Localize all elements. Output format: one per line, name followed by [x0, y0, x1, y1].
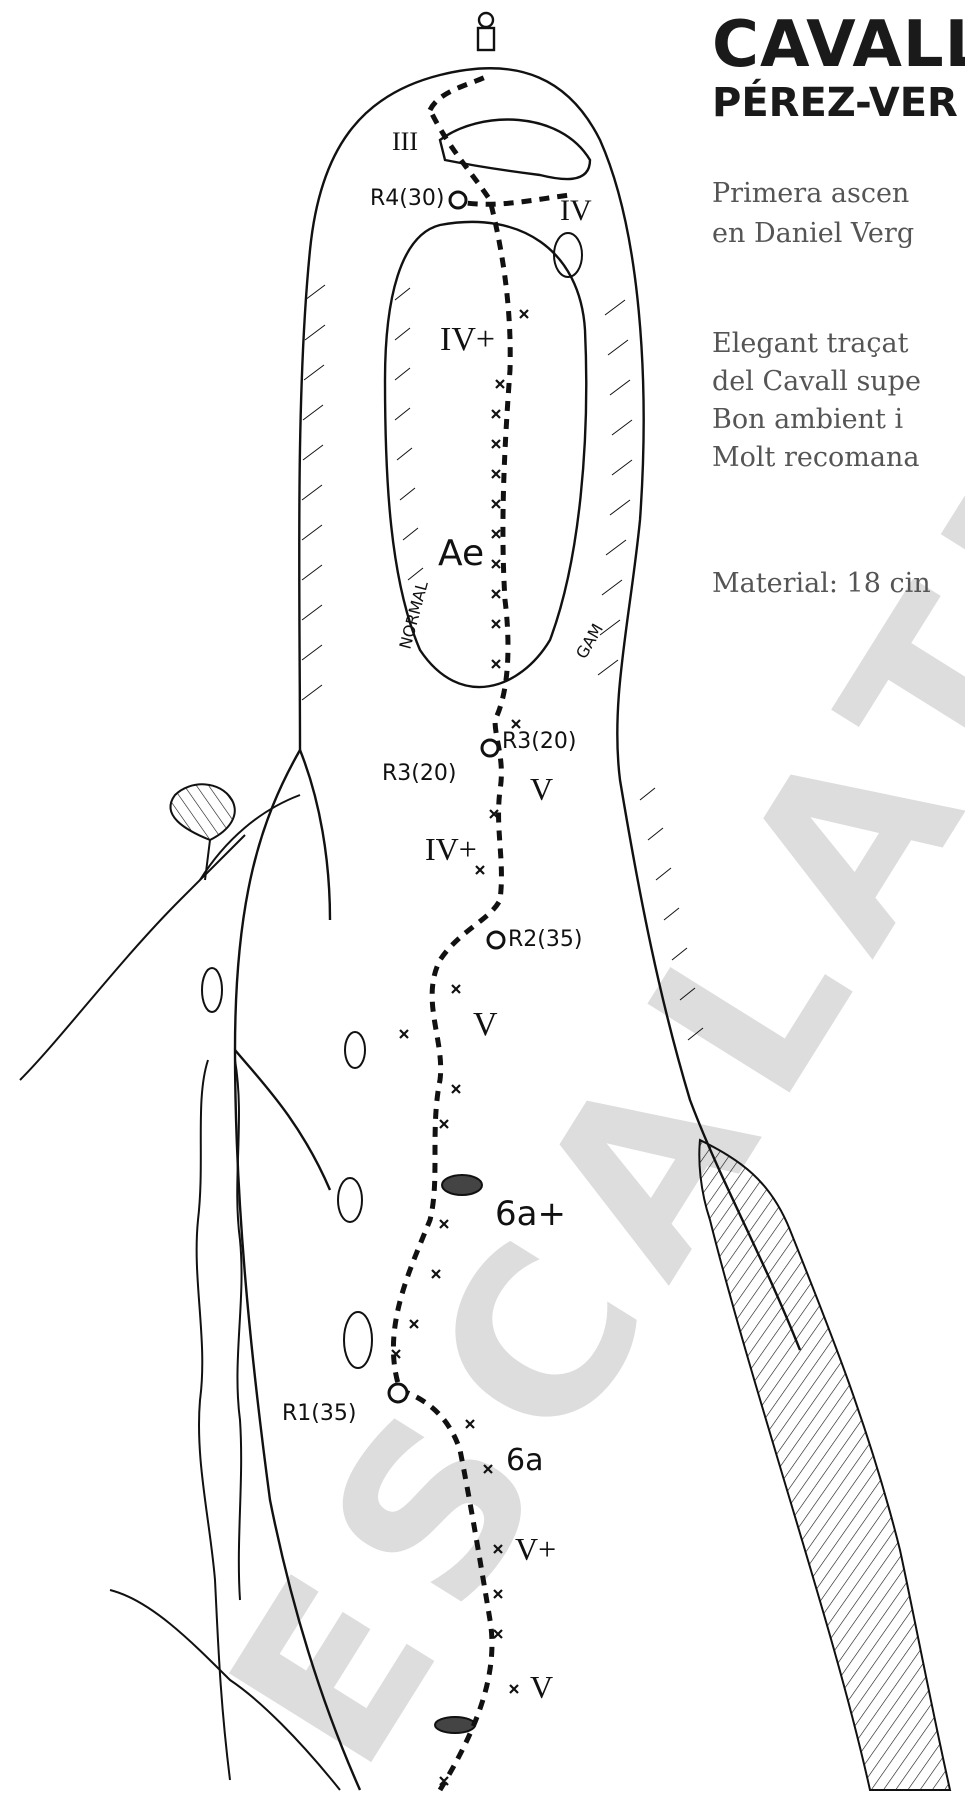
- grade-label: 6a: [506, 1443, 543, 1478]
- page-title: CAVALL: [712, 8, 965, 82]
- route-name-gam: GAM: [572, 620, 607, 662]
- belay-label: R3(20): [382, 761, 456, 786]
- belay-label: R4(30): [370, 186, 444, 211]
- tree-icon: [170, 784, 234, 880]
- grade-label: 6a+: [495, 1194, 566, 1234]
- grade-label: Ae: [438, 533, 484, 574]
- shadow-slab: [699, 1140, 950, 1790]
- grade-label: IV: [560, 194, 592, 227]
- belay-label: R3(20): [502, 729, 576, 754]
- grade-label: III: [392, 127, 418, 156]
- grade-label: V: [473, 1006, 498, 1043]
- grade-label: V: [530, 771, 553, 807]
- description-line: Elegant traçat: [712, 330, 908, 357]
- description-line: Bon ambient i: [712, 406, 903, 433]
- description-line: en Daniel Verg: [712, 220, 914, 247]
- belay-label: R2(35): [508, 927, 582, 952]
- material-line: Material: 18 cin: [712, 570, 931, 597]
- grade-label: IV+: [440, 321, 495, 358]
- page-subtitle: PÉREZ-VER: [712, 80, 958, 126]
- grade-label: IV+: [425, 831, 477, 867]
- description-line: Primera ascen: [712, 180, 909, 207]
- grade-label: V: [530, 1669, 553, 1705]
- belay-label: R1(35): [282, 1401, 356, 1426]
- description-line: Molt recomana: [712, 444, 919, 471]
- grade-label: V+: [515, 1531, 556, 1567]
- description-line: del Cavall supe: [712, 368, 921, 395]
- route-line-top: [430, 75, 570, 204]
